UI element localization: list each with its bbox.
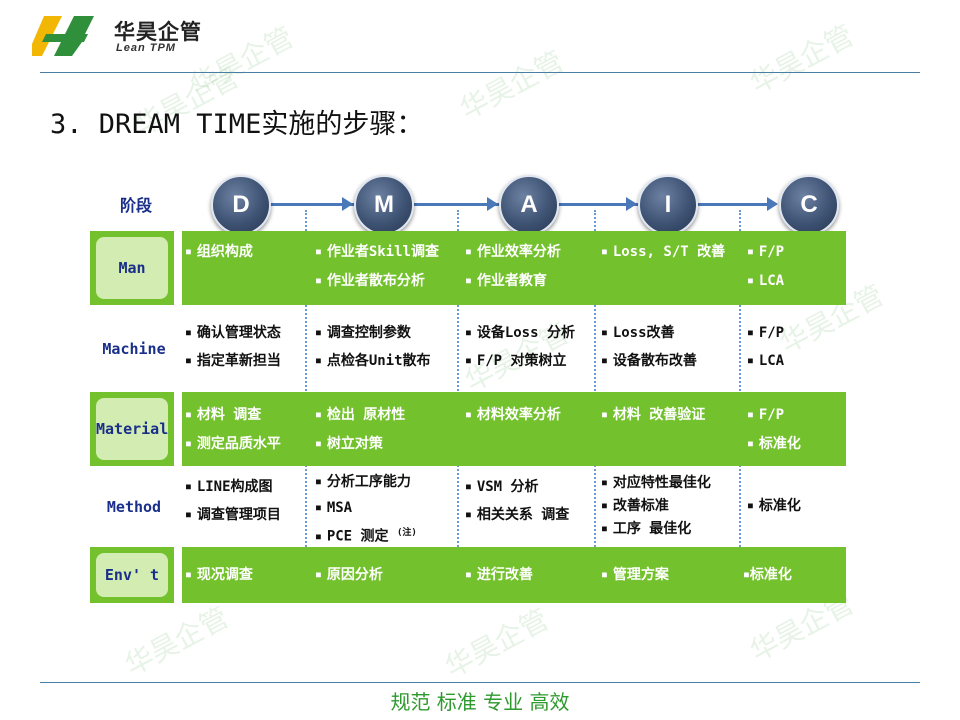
- cell-material-i-1: ■材料 改善验证: [602, 407, 706, 423]
- row-label-box-man: Man: [90, 231, 174, 305]
- phase-label: 阶段: [119, 196, 152, 215]
- logo-mark-icon: [32, 16, 94, 56]
- cell-machine-d-1: ■确认管理状态: [186, 325, 281, 341]
- phase-circle-a: A: [499, 175, 559, 235]
- cell-machine-i-1: ■Loss改善: [602, 325, 675, 341]
- row-label-box-material: Material: [90, 392, 174, 466]
- cell-man-c-2: ■LCA: [748, 273, 785, 289]
- row-label-machine: Machine: [102, 340, 166, 358]
- logo-chinese-text: 华昊企管: [114, 20, 202, 44]
- watermark: 华昊企管: [744, 18, 859, 101]
- cell-man-m-1: ■作业者Skill调查: [316, 244, 439, 260]
- cell-material-d-2: ■测定品质水平: [186, 436, 281, 452]
- logo: 华昊企管 Lean TPM: [32, 14, 212, 58]
- cell-envt-d-1: ■现况调查: [186, 567, 253, 583]
- cell-machine-c-2: ■LCA: [748, 353, 785, 369]
- cell-man-c-1: ■F/P: [748, 244, 785, 260]
- cell-method-a-2: ■相关关系 调查: [466, 507, 570, 523]
- row-band-material: [182, 392, 846, 466]
- cell-method-a-1: ■VSM 分析: [466, 479, 539, 495]
- cell-man-m-2: ■作业者散布分析: [316, 273, 425, 289]
- cell-material-m-2: ■树立对策: [316, 436, 383, 452]
- watermark: 华昊企管: [439, 602, 554, 685]
- arrow-head-icon: [767, 197, 778, 211]
- row-label-man: Man: [118, 259, 146, 277]
- cell-machine-m-1: ■调查控制参数: [316, 325, 411, 341]
- cell-machine-d-2: ■指定革新担当: [186, 353, 281, 369]
- page-title: 3. DREAM TIME实施的步骤：: [50, 109, 424, 140]
- cell-envt-i-1: ■管理方案: [602, 567, 669, 583]
- row-band-envt: [182, 547, 846, 603]
- cell-material-a-1: ■材料效率分析: [466, 407, 561, 423]
- cell-method-i-3: ■工序 最佳化: [602, 521, 692, 537]
- phase-circle-c: C: [779, 175, 839, 235]
- cell-method-m-3: ■PCE 测定 (注): [316, 528, 417, 545]
- arrow-head-icon: [342, 197, 353, 211]
- cell-material-m-1: ■检出 原材性: [316, 407, 406, 423]
- cell-machine-a-2: ■F/P 对策树立: [466, 353, 567, 369]
- note-mark: (注): [396, 528, 417, 538]
- phase-circle-i: I: [638, 175, 698, 235]
- cell-man-d-1: ■组织构成: [186, 244, 253, 260]
- footer-slogan: 规范 标准 专业 高效: [390, 690, 570, 714]
- cell-method-m-2: ■MSA: [316, 500, 353, 516]
- arrow-head-icon: [487, 197, 498, 211]
- watermark: 华昊企管: [454, 44, 569, 127]
- phase-circle-d: D: [211, 175, 271, 235]
- cell-material-d-1: ■材料 调查: [186, 407, 262, 423]
- cell-material-c-2: ■标准化: [748, 436, 801, 452]
- phase-circle-m: M: [354, 175, 414, 235]
- cell-method-m-1: ■分析工序能力: [316, 474, 411, 490]
- cell-man-i-1: ■Loss, S/T 改善: [602, 244, 726, 260]
- cell-method-c-1: ■标准化: [748, 498, 801, 514]
- row-label-method: Method: [106, 498, 162, 516]
- row-label-envt: Env' t: [104, 566, 160, 584]
- cell-material-c-1: ■F/P: [748, 407, 785, 423]
- watermark: 华昊企管: [119, 600, 234, 683]
- cell-machine-i-2: ■设备散布改善: [602, 353, 697, 369]
- row-band-man: [182, 231, 846, 305]
- cell-envt-m-1: ■原因分析: [316, 567, 383, 583]
- cell-machine-a-1: ■设备Loss 分析: [466, 325, 575, 341]
- row-label-material: Material: [96, 420, 169, 438]
- footer-divider: [40, 682, 920, 683]
- row-label-box-envt: Env' t: [90, 547, 174, 603]
- header-divider: [40, 72, 920, 73]
- cell-man-a-1: ■作业效率分析: [466, 244, 561, 260]
- cell-man-a-2: ■作业者教育: [466, 273, 547, 289]
- cell-machine-m-2: ■点检各Unit散布: [316, 353, 431, 369]
- cell-machine-c-1: ■F/P: [748, 325, 785, 341]
- cell-method-d-1: ■LINE构成图: [186, 479, 273, 495]
- cell-method-d-2: ■调查管理项目: [186, 507, 281, 523]
- cell-method-i-2: ■改善标准: [602, 498, 669, 514]
- arrow-head-icon: [626, 197, 637, 211]
- cell-envt-a-1: ■进行改善: [466, 567, 533, 583]
- cell-method-i-1: ■对应特性最佳化: [602, 475, 711, 491]
- cell-envt-c-1: ■标准化: [744, 567, 792, 583]
- logo-english-text: Lean TPM: [116, 42, 176, 54]
